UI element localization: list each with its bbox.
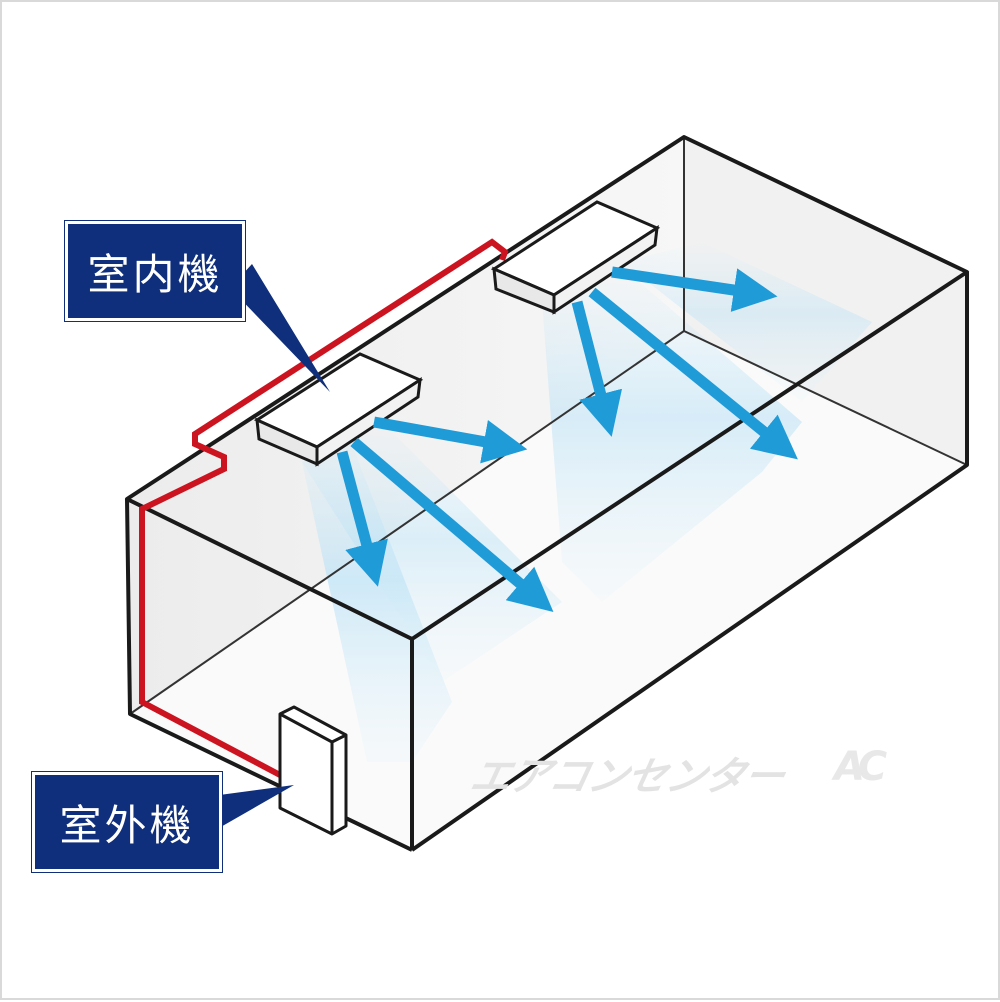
outdoor-unit [278,705,348,836]
refrigerant-pipe [139,238,509,778]
airflow-arrow [571,300,623,437]
airflow-arrow [611,266,778,312]
outdoor-unit-label: 室外機 [32,772,222,872]
airflow-arrow [350,437,554,612]
indoor-unit-label-text: 室内機 [87,249,223,299]
airflow-arrows [336,266,798,612]
airflow-arrow [373,416,528,464]
indoor-label-pointer [230,264,330,392]
outdoor-label-pointer [212,785,294,832]
watermark-logo: AC [834,744,887,790]
indoor-unit-front [253,352,424,467]
watermark-text: エアコンセンター [466,754,789,800]
outdoor-unit-label-text: 室外機 [59,800,195,850]
airflow-arrow [336,450,388,587]
indoor-unit-label: 室内機 [65,221,245,321]
airflow-arrow [588,287,798,460]
indoor-unit-rear [490,200,661,315]
building-outline [125,135,969,852]
